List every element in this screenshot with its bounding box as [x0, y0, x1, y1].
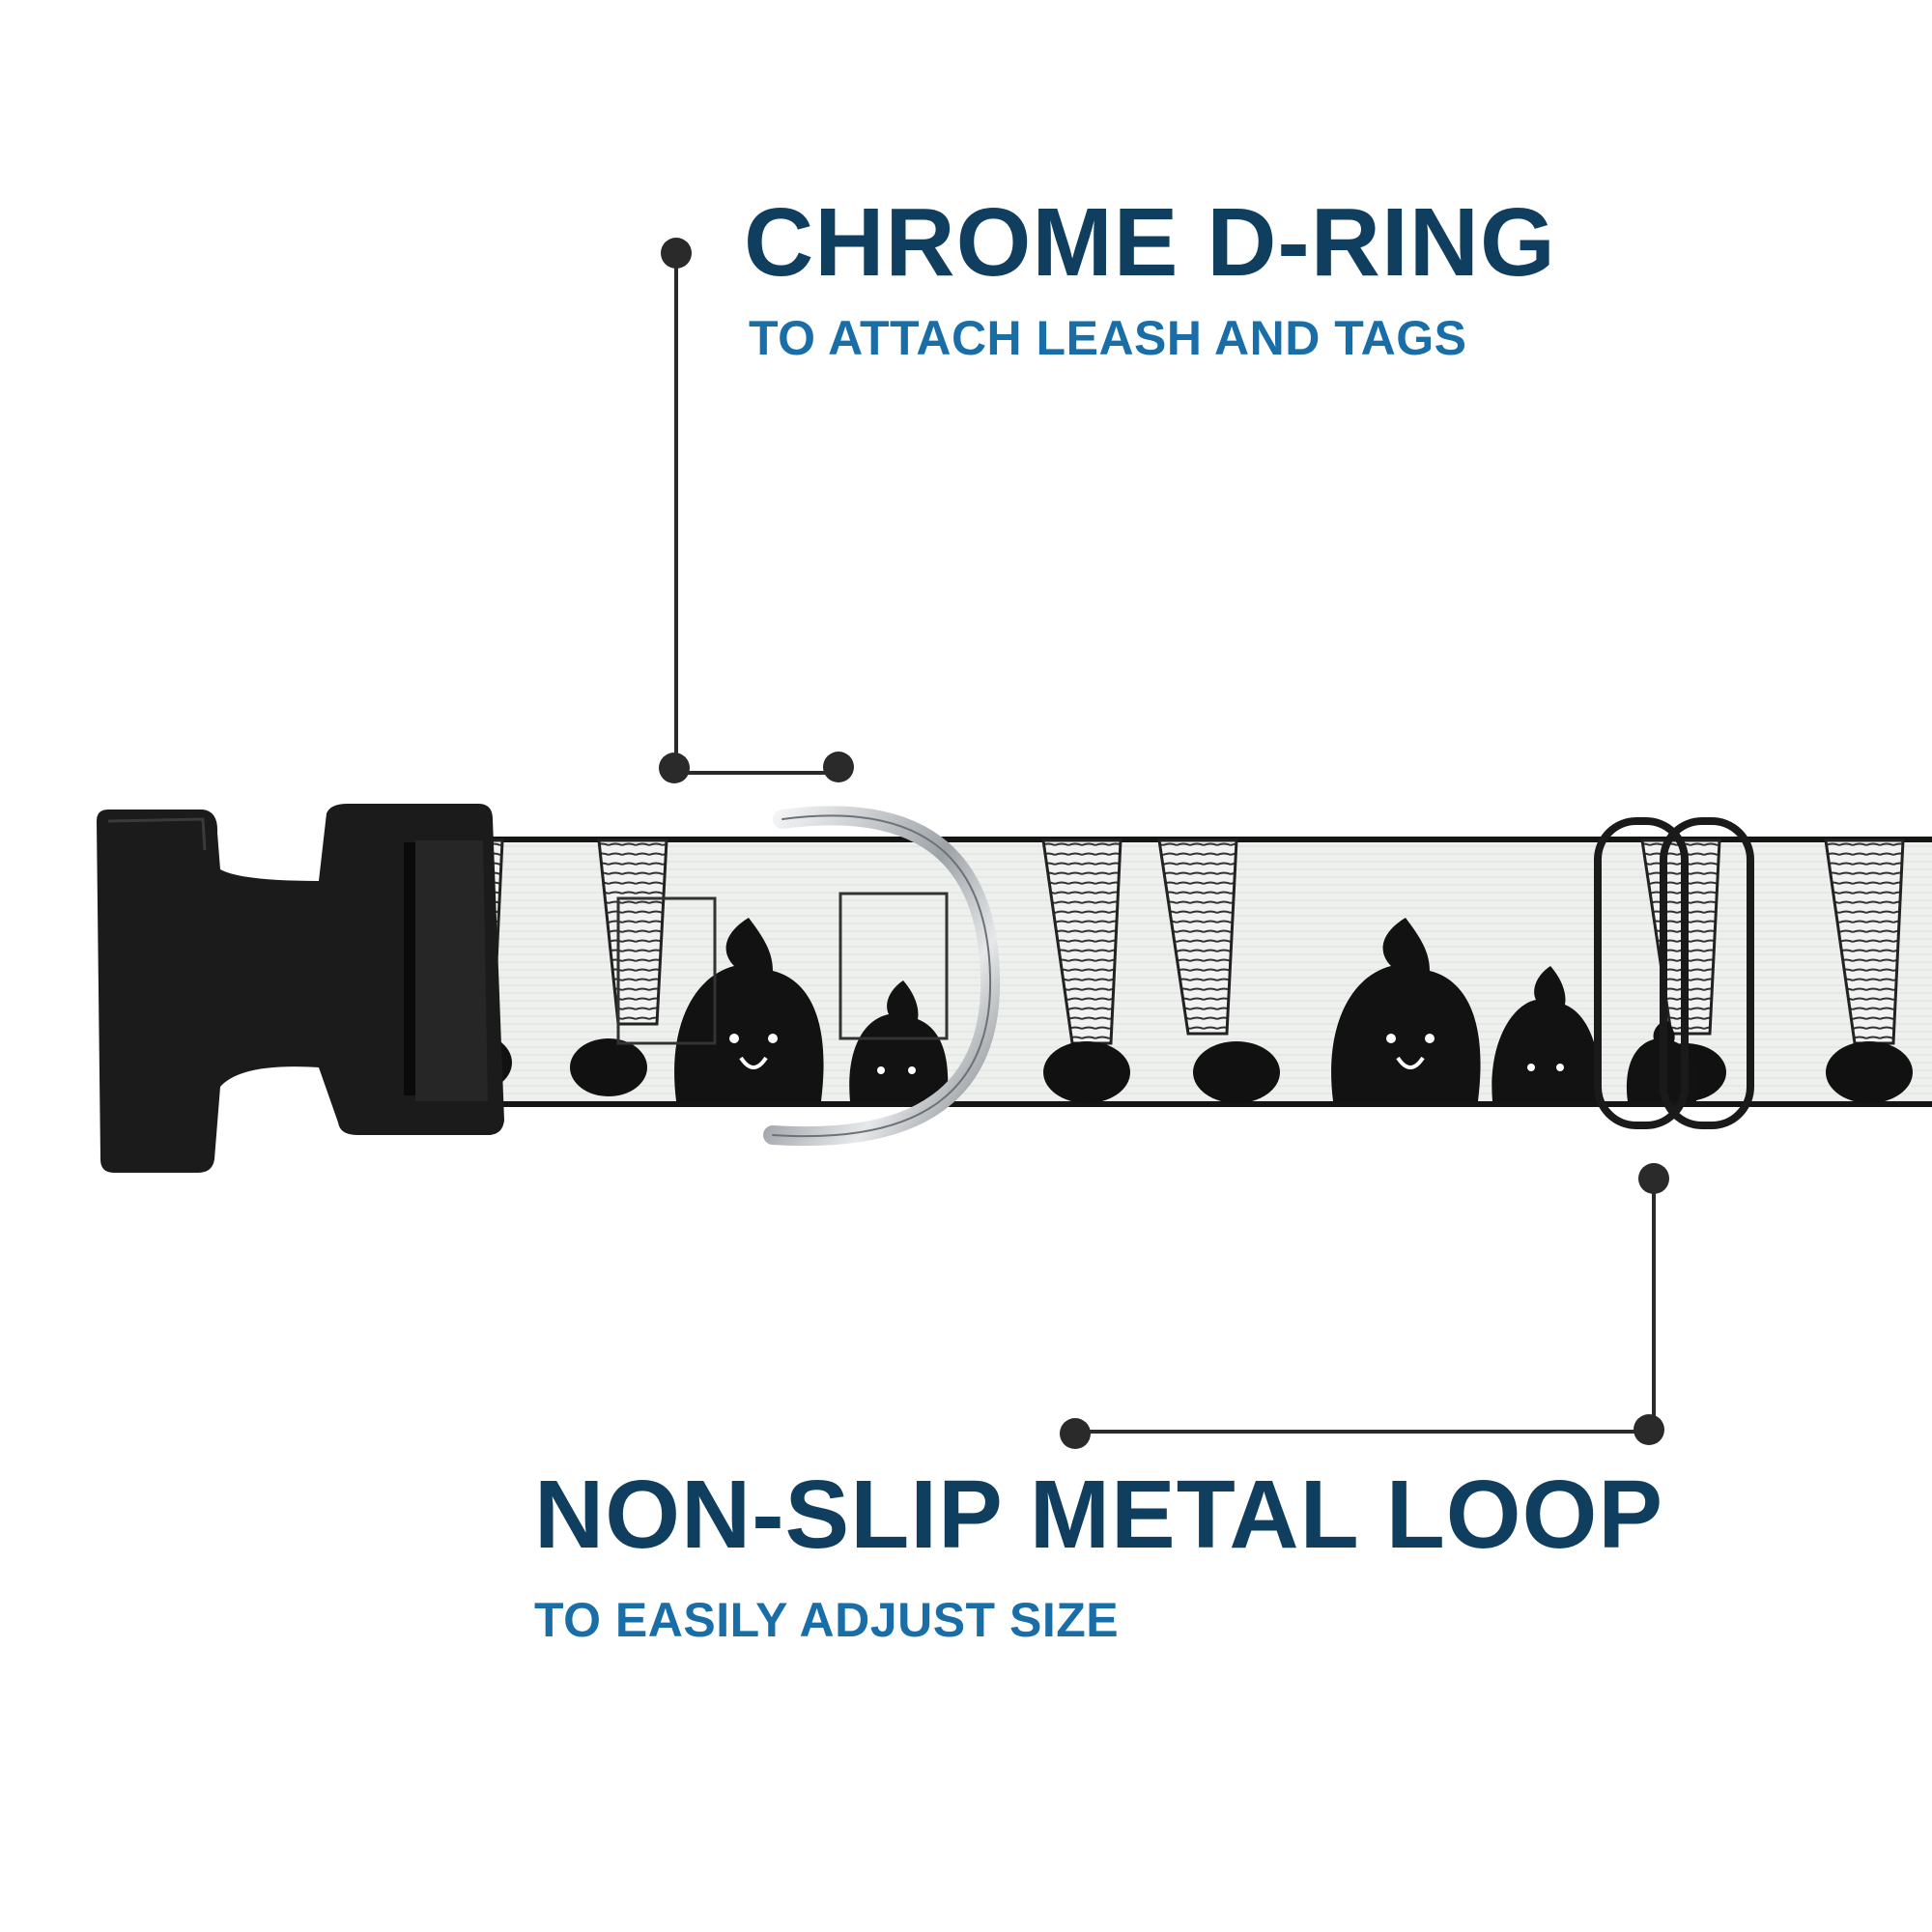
- poop-emoji-icon: [674, 918, 824, 1101]
- d-ring-icon: [763, 806, 1001, 1147]
- callout-subtitle-loop: TO EASILY ADJUST SIZE: [534, 1593, 1120, 1647]
- callout-title-d-ring: CHROME D-RING: [744, 188, 1556, 297]
- callout-subtitle-d-ring: TO ATTACH LEASH AND TAGS: [749, 311, 1467, 365]
- callout-connector-loop: [1060, 1163, 1669, 1449]
- dog-leg-icon: [1041, 838, 1280, 1103]
- box-sketch: [838, 892, 949, 1040]
- slide-loop-icon: [1594, 817, 1754, 1129]
- plastic-buckle-icon: [97, 804, 504, 1173]
- poop-emoji-icon: [849, 980, 949, 1101]
- poop-emoji-icon: [1492, 966, 1600, 1101]
- callout-title-loop: NON-SLIP METAL LOOP: [534, 1461, 1664, 1569]
- box-sketch: [616, 896, 717, 1045]
- poop-emoji-icon: [1331, 918, 1481, 1101]
- callout-connector-d-ring: [659, 238, 854, 783]
